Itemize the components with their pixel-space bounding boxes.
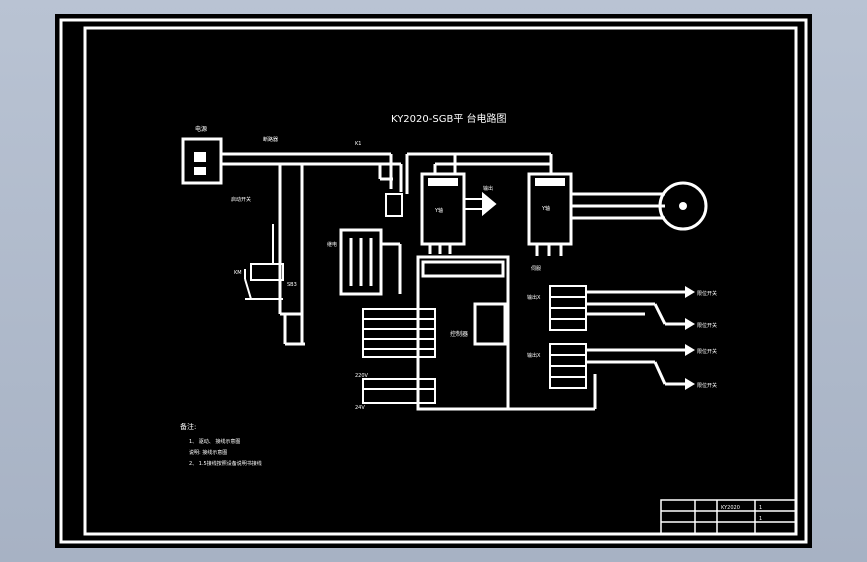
- controller-axis-wiring: [508, 374, 597, 411]
- breaker-label: 断路器: [263, 136, 278, 143]
- sensor-2-label: 限位开关: [697, 322, 717, 329]
- bottom-label-2: 24V: [355, 405, 365, 411]
- drive-bus: [405, 152, 553, 194]
- title-block-cell-3: 1: [759, 516, 762, 522]
- title-block-cell-1: KY2020: [721, 505, 740, 511]
- drive-module-left: [420, 172, 466, 254]
- switch-1-label: K1: [355, 141, 361, 147]
- switch-3-label: SB3: [287, 282, 297, 288]
- bottom-label-1: 220V: [355, 373, 369, 379]
- circuit-diagram: KY2020-SGB平 台电路图 电源 断路器 K1 启动开关 KM SB3: [59, 18, 808, 544]
- diagram-title: KY2020-SGB平 台电路图: [391, 112, 507, 125]
- notes-line-1: 1、 驱动、 接线示意图: [189, 438, 240, 445]
- sensor-3: [685, 344, 695, 356]
- controller-label: 控制器: [450, 330, 468, 338]
- output-arrow-label: 输出: [483, 185, 493, 192]
- relay-group: [244, 224, 284, 300]
- drive-module-right: [527, 172, 573, 256]
- notes-heading: 备注:: [180, 422, 196, 431]
- small-module: [385, 193, 403, 217]
- title-block-cell-2: 1: [759, 505, 762, 511]
- drive-left-label: Y轴: [434, 207, 443, 214]
- sensor-4-label: 限位开关: [697, 382, 717, 389]
- contactor-block: [339, 228, 402, 296]
- sensor-4: [685, 378, 695, 390]
- output-arrow: [464, 191, 497, 217]
- contactor-label: 继电: [327, 241, 337, 248]
- title-block: [660, 499, 797, 535]
- axis-group-2-label: 输出X: [527, 352, 541, 359]
- outer-frame: [59, 18, 808, 544]
- inner-frame: [83, 26, 798, 536]
- power-plug: [181, 137, 223, 185]
- drive-right-label: Y轴: [541, 205, 550, 212]
- sensor-1-label: 限位开关: [697, 290, 717, 297]
- terminal-block: [362, 308, 436, 404]
- sensor-3-label: 限位开关: [697, 348, 717, 355]
- relay-label: KM: [234, 270, 242, 276]
- servo-out-label: 伺服: [531, 265, 541, 272]
- notes-line-3: 2、 1.5接线按照设备说明书接线: [189, 460, 262, 467]
- power-plug-label: 电源: [195, 125, 207, 133]
- sensor-2: [685, 318, 695, 330]
- sensor-wiring: [586, 290, 685, 386]
- drawing-sheet: KY2020-SGB平 台电路图 电源 断路器 K1 启动开关 KM SB3: [55, 14, 812, 548]
- axis-group-1: [549, 285, 587, 331]
- notes-line-2: 说明: 接线示意图: [189, 449, 227, 456]
- controller-board: [416, 255, 510, 411]
- sensor-1: [685, 286, 695, 298]
- start-switch-label: 启动开关: [231, 196, 251, 203]
- motor: [571, 181, 708, 231]
- axis-group-2: [549, 343, 587, 389]
- axis-group-1-label: 输出X: [527, 294, 541, 301]
- main-wiring: [221, 152, 403, 346]
